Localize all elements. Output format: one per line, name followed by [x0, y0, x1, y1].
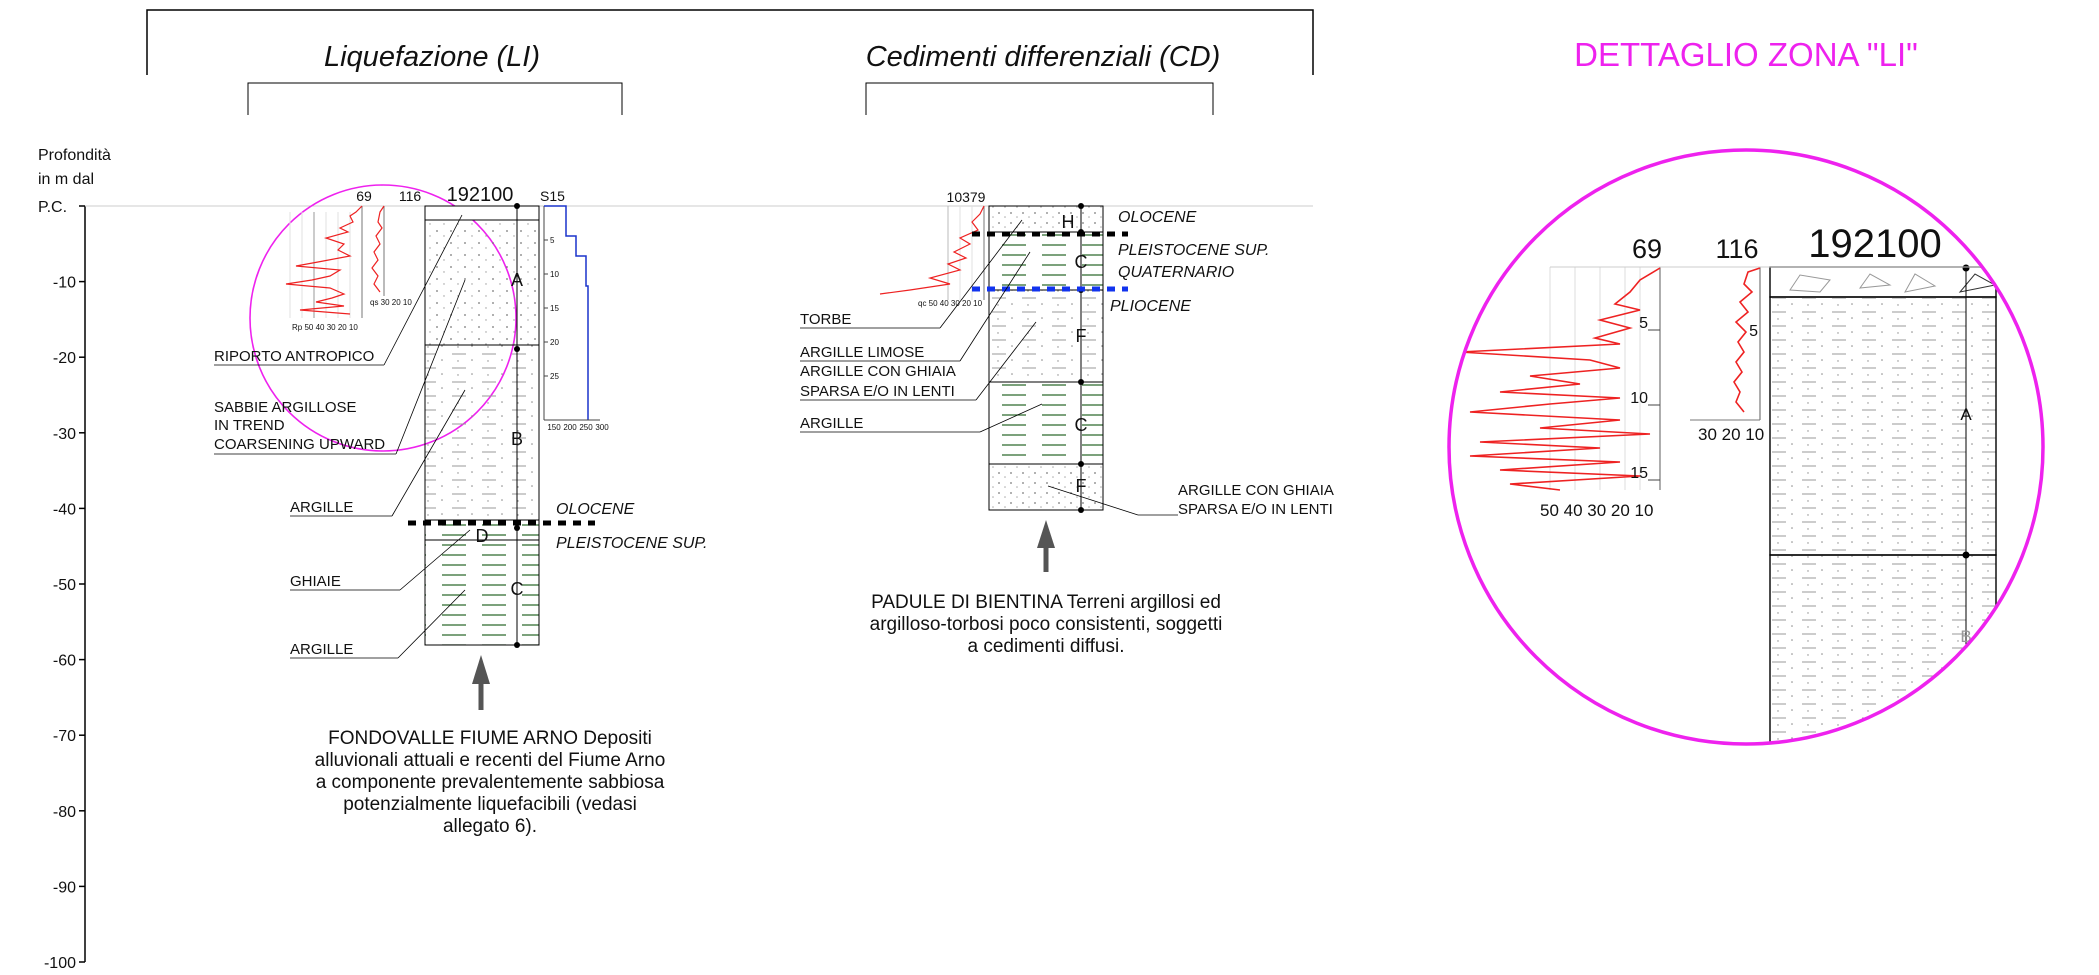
- axis-tick-label: -10: [53, 275, 76, 292]
- li-label-sabbie-3: COARSENING UPWARD: [214, 436, 385, 453]
- detail-depth-tick: 15: [1630, 465, 1648, 482]
- axis-label-in-m-dal: in m dal: [38, 171, 94, 188]
- caption-line: PADULE DI BIENTINA Terreni argillosi ed: [871, 592, 1221, 613]
- cd-unit-f2: F: [1076, 476, 1087, 496]
- caption-line: a componente prevalentemente sabbiosa: [316, 772, 665, 793]
- axis-tick-label: -30: [53, 426, 76, 443]
- cd-unit-c2: C: [1075, 415, 1088, 435]
- detail-col2-label: 116: [1715, 234, 1758, 264]
- cd-boring-column: H C F C F: [988, 203, 1104, 513]
- detail-xaxis-2: 30 20 10: [1698, 425, 1764, 444]
- detail-xaxis-1: 50 40 30 20 10: [1540, 501, 1653, 520]
- li-olocene: OLOCENE: [556, 501, 635, 518]
- depth-axis: Profondità in m dal P.C. -10 -20 -30 -40 -50…: [38, 147, 1313, 972]
- cd-cpt-log: qc 50 40 30 20 10: [879, 205, 985, 308]
- axis-tick-label: -40: [53, 501, 76, 518]
- li-s15-label: S15: [540, 188, 565, 204]
- top-bracket: [146, 9, 1314, 115]
- li-cpt-log-2: 116 qs 30 20 10: [370, 188, 421, 307]
- caption-line: potenzialmente liquefacibili (vedasi: [343, 794, 637, 815]
- title-liquefazione: Liquefazione (LI): [324, 41, 540, 73]
- axis-tick-label: -20: [53, 350, 76, 367]
- cd-label-ghiaia-1: ARGILLE CON GHIAIA: [800, 363, 956, 380]
- li-label-argille-2: ARGILLE: [290, 641, 353, 658]
- li-cpt2-xlabel: qs 30 20 10: [370, 298, 412, 307]
- li-pleistocene: PLEISTOCENE SUP.: [556, 535, 707, 552]
- li-label-riporto: RIPORTO ANTROPICO: [214, 348, 374, 365]
- cd-cpt-xlabel: qc 50 40 30 20 10: [918, 299, 983, 308]
- caption-line: FONDOVALLE FIUME ARNO Depositi: [328, 728, 652, 749]
- li-label-argille-1: ARGILLE: [290, 499, 353, 516]
- caption-line: alluvionali attuali e recenti del Fiume …: [315, 750, 666, 771]
- cd-label-argille: ARGILLE: [800, 415, 863, 432]
- s15-x-tick: 150: [547, 423, 561, 432]
- li-unit-b: B: [511, 429, 523, 449]
- s15-depth-tick: 25: [550, 372, 559, 381]
- s15-depth-tick: 10: [550, 270, 559, 279]
- axis-label-pc: P.C.: [38, 199, 67, 216]
- axis-tick-label: -60: [53, 653, 76, 670]
- axis-label-profondita: Profondità: [38, 147, 111, 164]
- li-section: 69 Rp 50 40 30 20 10 116 qs 30 20 10 192…: [214, 184, 707, 837]
- li-cpt1-label: 69: [356, 188, 372, 204]
- li-arrow-icon: [472, 655, 490, 710]
- s15-depth-tick: 20: [550, 338, 559, 347]
- cd-pliocene: PLIOCENE: [1110, 298, 1191, 315]
- cd-section: 10379 qc 50 40 30 20 10 H C F: [800, 189, 1334, 657]
- s15-depth-tick: 15: [550, 304, 559, 313]
- cd-quaternario: QUATERNARIO: [1118, 264, 1234, 281]
- title-dettaglio: DETTAGLIO ZONA "LI": [1574, 36, 1918, 73]
- s15-x-tick: 250: [579, 423, 593, 432]
- li-caption: FONDOVALLE FIUME ARNO Depositialluvional…: [315, 728, 666, 837]
- detail-depth-tick: 10: [1630, 390, 1648, 407]
- cd-caption: PADULE DI BIENTINA Terreni argillosi eda…: [870, 592, 1223, 657]
- li-cpt2-label: 116: [399, 188, 422, 204]
- cd-label-argille-limose: ARGILLE LIMOSE: [800, 344, 924, 361]
- detail-depth-tick: 5: [1639, 315, 1648, 332]
- li-cpt-log-1: 69 Rp 50 40 30 20 10: [285, 188, 372, 332]
- cd-boring-id: 10379: [947, 189, 986, 205]
- axis-tick-label: -80: [53, 804, 76, 821]
- li-boring-id: 192100: [447, 184, 514, 206]
- axis-tick-label: -90: [53, 879, 76, 896]
- axis-tick-label: -70: [53, 728, 76, 745]
- cd-unit-c1: C: [1075, 252, 1088, 272]
- detail-depth-tick-2: 5: [1749, 323, 1758, 340]
- caption-line: argilloso-torbosi poco consistenti, sogg…: [870, 614, 1223, 635]
- li-unit-c: C: [511, 579, 524, 599]
- detail-boring-id: 192100: [1808, 222, 1941, 266]
- cd-label-ghiaia-r2: SPARSA E/O IN LENTI: [1178, 501, 1333, 518]
- cd-pleistocene: PLEISTOCENE SUP.: [1118, 242, 1269, 259]
- cd-olocene: OLOCENE: [1118, 209, 1197, 226]
- axis-tick-label: -100: [44, 955, 76, 970]
- s15-x-tick: 200: [563, 423, 577, 432]
- caption-line: allegato 6).: [443, 816, 537, 837]
- s15-depth-tick: 5: [550, 236, 555, 245]
- detail-zone: A B 5 10 15 5 50 40 30 20 10 30 20 10 69 11…: [1447, 148, 2045, 746]
- li-unit-a: A: [511, 270, 523, 290]
- cd-unit-h: H: [1062, 212, 1075, 232]
- detail-col1-label: 69: [1632, 234, 1662, 264]
- cd-label-ghiaia-r1: ARGILLE CON GHIAIA: [1178, 482, 1334, 499]
- cd-arrow-icon: [1037, 520, 1055, 572]
- li-cpt1-xlabel: Rp 50 40 30 20 10: [292, 323, 358, 332]
- detail-zoom-circle: [1447, 148, 2045, 746]
- li-label-sabbie-1: SABBIE ARGILLOSE: [214, 399, 357, 416]
- li-label-ghiaie: GHIAIE: [290, 573, 341, 590]
- title-cedimenti: Cedimenti differenziali (CD): [866, 41, 1221, 73]
- axis-tick-label: -50: [53, 577, 76, 594]
- li-boring-column: A B D C: [424, 203, 540, 648]
- caption-line: a cedimenti diffusi.: [967, 636, 1124, 657]
- cd-label-ghiaia-2: SPARSA E/O IN LENTI: [800, 383, 955, 400]
- detail-unit-a: A: [1960, 405, 1972, 424]
- li-label-sabbie-2: IN TREND: [214, 417, 285, 434]
- detail-unit-b: B: [1960, 627, 1971, 646]
- cd-unit-f1: F: [1076, 326, 1087, 346]
- cd-label-torbe: TORBE: [800, 311, 851, 328]
- s15-x-tick: 300: [595, 423, 609, 432]
- li-unit-d: D: [476, 526, 489, 546]
